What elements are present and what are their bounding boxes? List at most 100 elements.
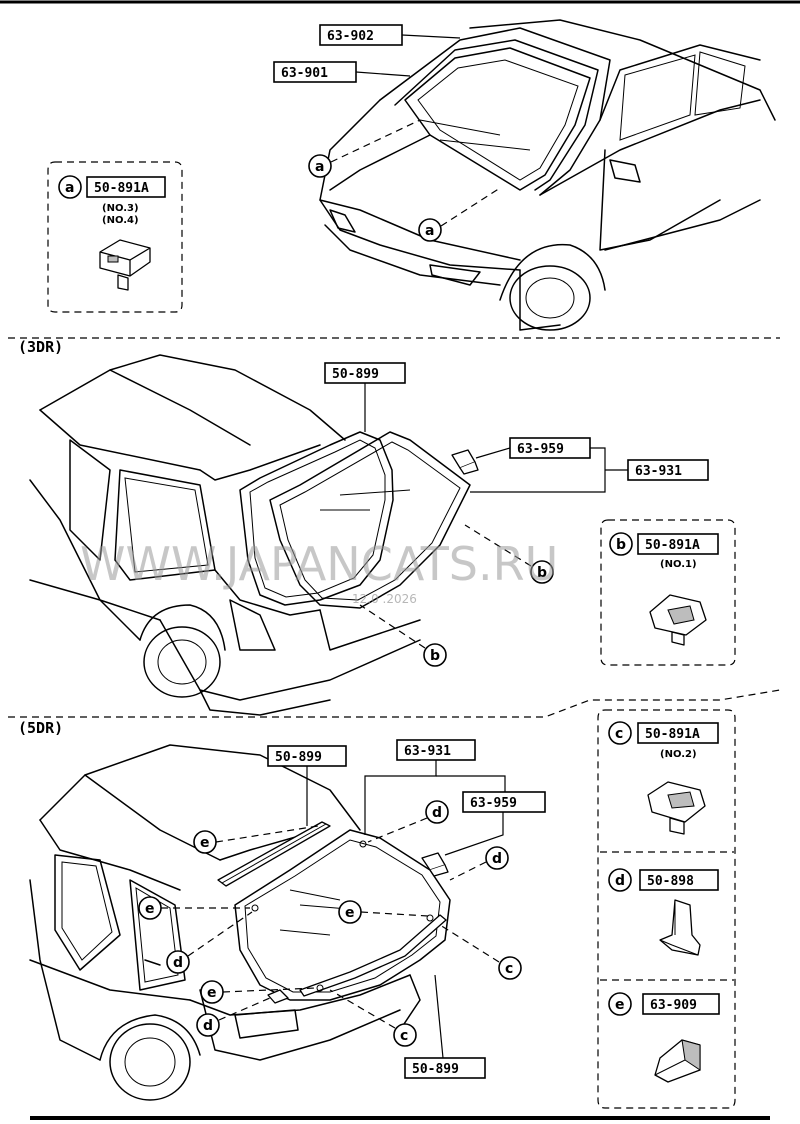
callout-d-4: d: [196, 1013, 220, 1037]
svg-text:d: d: [492, 851, 502, 867]
callout-b-right: b: [530, 560, 554, 584]
svg-text:d: d: [173, 955, 183, 971]
note-b-no1: (NO.1): [660, 559, 697, 570]
leader-d-1: [367, 817, 428, 843]
callout-e-4: e: [200, 980, 224, 1004]
svg-text:d: d: [203, 1018, 213, 1034]
part-number-63-902[interactable]: 63-902: [319, 24, 403, 46]
callout-d-3: d: [166, 950, 190, 974]
detail-box-b: b 50-891A (NO.1): [600, 519, 736, 666]
detail-e-label: e: [608, 992, 632, 1016]
svg-text:63-931: 63-931: [404, 744, 451, 759]
rear-glass-5dr: [234, 829, 451, 1001]
svg-text:50-899: 50-899: [275, 750, 322, 765]
part-number-50-898-d[interactable]: 50-898: [639, 869, 719, 891]
rear-glass-3dr: [269, 431, 471, 609]
clip-b-part: [649, 594, 707, 646]
svg-text:c: c: [400, 1028, 408, 1044]
svg-text:e: e: [207, 985, 217, 1001]
leader-c-2: [329, 989, 396, 1029]
svg-text:e: e: [345, 905, 355, 921]
note-c-no2: (NO.2): [660, 749, 697, 760]
note-a-no4: (NO.4): [102, 215, 139, 226]
part-number-50-899-3dr[interactable]: 50-899: [324, 362, 406, 384]
svg-text:63-931: 63-931: [635, 464, 682, 479]
leader-63-902: [401, 34, 461, 39]
callout-c-2: c: [393, 1023, 417, 1047]
part-number-63-901[interactable]: 63-901: [273, 61, 357, 83]
part-number-63-959-5dr[interactable]: 63-959: [462, 791, 546, 813]
svg-text:c: c: [615, 726, 623, 742]
leader-a-lower: [440, 187, 501, 227]
stopper-e-part: [654, 1039, 701, 1083]
part-number-50-891A-a[interactable]: 50-891A: [86, 176, 166, 198]
svg-text:e: e: [145, 901, 155, 917]
leader-a-upper: [330, 119, 421, 163]
divider-5dr: [8, 689, 781, 718]
detail-d-label: d: [608, 868, 632, 892]
leader-d-2: [449, 861, 487, 881]
callout-a-lower: a: [418, 218, 442, 242]
watermark-date: 12.0 .2026: [352, 592, 417, 606]
leader-d-3: [187, 911, 253, 957]
leader-63-931-5dr-b: [436, 775, 506, 792]
leader-e-4: [222, 987, 316, 993]
car-5dr-drawing: [29, 744, 421, 1101]
note-a-no3: (NO.3): [102, 203, 139, 214]
svg-text:50-891A: 50-891A: [94, 181, 149, 196]
svg-text:a: a: [65, 180, 74, 196]
svg-text:d: d: [615, 873, 625, 889]
part-number-63-931-5dr[interactable]: 63-931: [396, 739, 476, 761]
svg-text:c: c: [505, 961, 513, 977]
detail-box-a: a 50-891A (NO.3) (NO.4): [47, 161, 183, 313]
svg-text:50-891A: 50-891A: [645, 538, 700, 553]
front-car-drawing: [319, 19, 776, 331]
molding-3dr: [239, 431, 394, 606]
car-3dr-drawing: [29, 354, 421, 716]
part-number-50-899-5dr-upper[interactable]: 50-899: [267, 745, 347, 767]
spacer-5dr-part: [421, 852, 449, 877]
molding-5dr-upper: [217, 821, 331, 887]
svg-text:b: b: [430, 648, 440, 664]
svg-text:63-902: 63-902: [327, 29, 374, 44]
spacer-3dr-part: [451, 449, 479, 475]
clip-c-part: [647, 781, 706, 835]
leader-63-931-5dr: [364, 760, 437, 835]
clip-d-part: [659, 899, 701, 956]
callout-d-1: d: [425, 800, 449, 824]
detail-box-cde: [597, 709, 736, 1109]
section-label-3dr: (3DR): [18, 338, 63, 356]
part-number-50-891A-b[interactable]: 50-891A: [637, 533, 719, 555]
svg-text:63-909: 63-909: [650, 998, 697, 1013]
leader-50-899-5dr-lower: [434, 974, 444, 1059]
leader-63-959-3dr: [475, 447, 511, 459]
part-number-63-909-e[interactable]: 63-909: [642, 993, 720, 1015]
clip-a-part: [99, 239, 151, 291]
svg-text:50-899: 50-899: [412, 1062, 459, 1077]
callout-e-1: e: [193, 830, 217, 854]
svg-text:63-901: 63-901: [281, 66, 328, 81]
part-number-50-899-5dr-lower[interactable]: 50-899: [404, 1057, 486, 1079]
svg-text:b: b: [537, 565, 547, 581]
callout-e-3: e: [338, 900, 362, 924]
svg-text:e: e: [615, 997, 625, 1013]
svg-text:50-898: 50-898: [647, 874, 694, 889]
molding-5dr-lower: [299, 914, 447, 997]
detail-b-label: b: [609, 532, 633, 556]
svg-text:b: b: [616, 537, 626, 553]
svg-text:50-899: 50-899: [332, 367, 379, 382]
detail-c-label: c: [608, 721, 632, 745]
leader-e-3: [360, 911, 429, 917]
leader-c-1: [439, 924, 500, 963]
leader-63-901: [355, 71, 411, 77]
watermark: WWW.JAPANCATS.RU: [80, 537, 558, 591]
svg-text:50-891A: 50-891A: [645, 727, 700, 742]
part-number-63-959-3dr[interactable]: 63-959: [509, 437, 591, 459]
callout-c-1: c: [498, 956, 522, 980]
detail-a-label: a: [58, 175, 82, 199]
part-number-50-891A-c[interactable]: 50-891A: [637, 722, 719, 744]
section-label-5dr: (5DR): [18, 719, 63, 737]
part-number-63-931-3dr[interactable]: 63-931: [627, 459, 709, 481]
svg-text:a: a: [315, 159, 324, 175]
